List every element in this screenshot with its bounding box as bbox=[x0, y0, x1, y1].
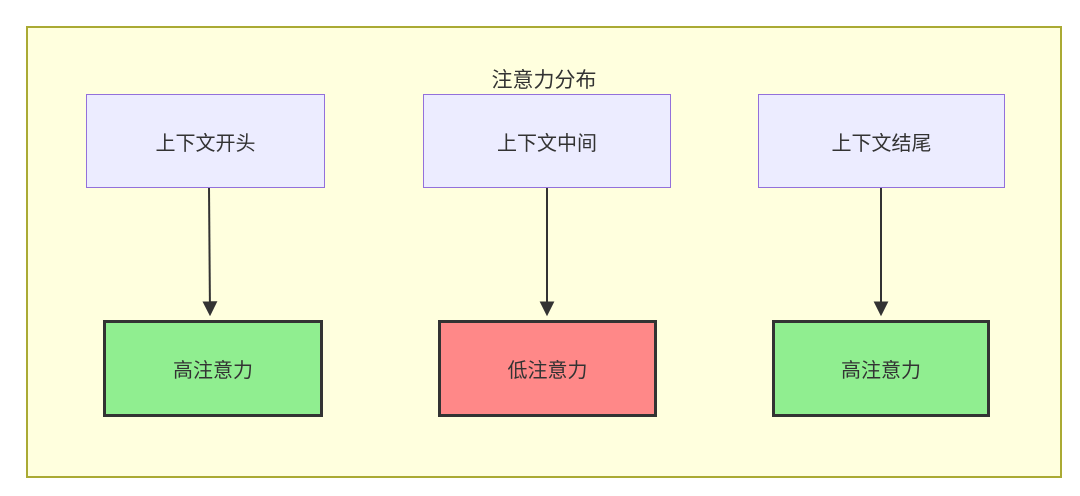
node-context-middle: 上下文中间 bbox=[423, 94, 671, 188]
node-low-attention-middle-label: 低注意力 bbox=[507, 358, 588, 382]
node-high-attention-left: 高注意力 bbox=[103, 320, 323, 417]
node-high-attention-left-label: 高注意力 bbox=[173, 358, 253, 382]
node-context-start-label: 上下文开头 bbox=[155, 130, 256, 155]
node-high-attention-right: 高注意力 bbox=[772, 320, 990, 417]
node-context-middle-label: 上下文中间 bbox=[497, 130, 597, 155]
diagram-title: 注意力分布 bbox=[491, 68, 597, 92]
node-low-attention-middle: 低注意力 bbox=[438, 320, 657, 417]
node-context-end-label: 上下文结尾 bbox=[831, 130, 932, 155]
node-high-attention-right-label: 高注意力 bbox=[841, 358, 921, 382]
node-context-end: 上下文结尾 bbox=[758, 94, 1005, 188]
node-context-start: 上下文开头 bbox=[86, 94, 325, 188]
